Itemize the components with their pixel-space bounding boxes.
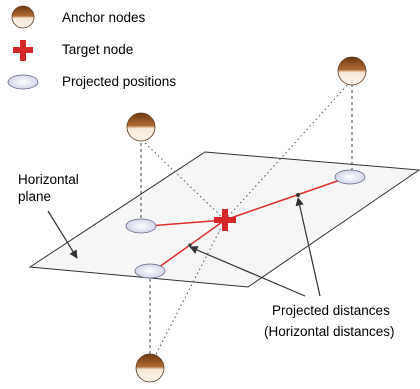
- distances-label-line1: Projected distances: [272, 303, 390, 318]
- plane-label-line1: Horizontal: [18, 172, 79, 187]
- anchor-to-target-lines: [144, 81, 351, 367]
- projected-position-right: [334, 169, 366, 185]
- anchor-node-left: [126, 112, 156, 142]
- plane-arrow-icon: [47, 210, 78, 259]
- legend-anchor-icon: [11, 5, 35, 29]
- projected-position-bottom: [134, 263, 166, 279]
- legend-anchor-label: Anchor nodes: [62, 10, 146, 25]
- anchor-node-right: [337, 56, 367, 86]
- distance-markers: [188, 193, 300, 247]
- distance-arrows: [189, 197, 321, 297]
- legend-target-icon: [13, 40, 33, 61]
- legend: Anchor nodes Target node Projected posit…: [7, 5, 176, 90]
- legend-projected-label: Projected positions: [62, 74, 176, 89]
- legend-projected-icon: [7, 74, 39, 90]
- anchor-vertical-lines: [140, 84, 353, 354]
- anchor-node-bottom: [135, 353, 165, 383]
- plane-label-line2: plane: [18, 189, 51, 204]
- target-node-icon: [214, 209, 236, 231]
- projected-position-left: [125, 218, 157, 234]
- distances-label-line2: (Horizontal distances): [264, 324, 395, 339]
- legend-target-label: Target node: [62, 42, 133, 57]
